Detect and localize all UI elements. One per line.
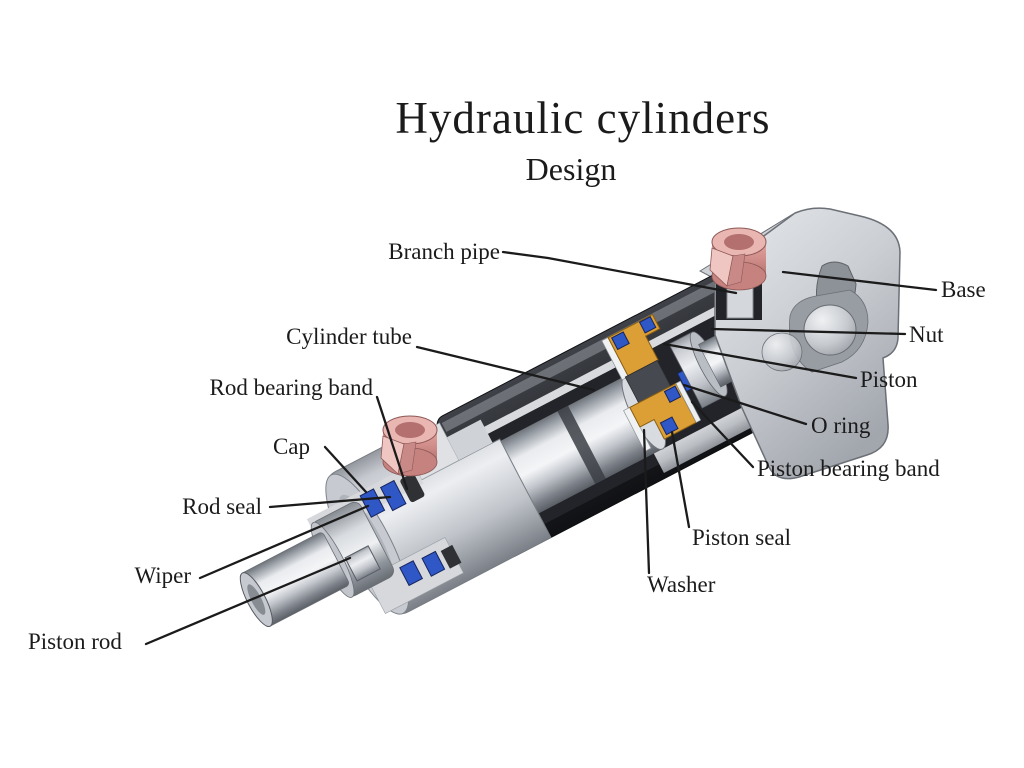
label-rod-seal: Rod seal: [182, 494, 262, 519]
oring-upper-left: [610, 331, 630, 351]
branch-pipe-left: [380, 415, 438, 477]
leader-cap: [323, 445, 368, 494]
leader-rod-seal: [268, 495, 392, 509]
leader-piston-bearing-band: [690, 400, 755, 469]
leader-base: [781, 270, 938, 292]
leader-wiper: [198, 504, 370, 580]
label-piston: Piston: [860, 367, 918, 392]
label-piston-bearing-band: Piston bearing band: [757, 456, 940, 481]
label-piston-rod: Piston rod: [28, 629, 122, 654]
collar-key-plate: [344, 545, 381, 582]
label-rod-bearing-band: Rod bearing band: [209, 375, 373, 400]
branch-pipe-left-bore: [395, 422, 425, 438]
wiper-section-lower: [399, 560, 424, 587]
label-wiper: Wiper: [134, 563, 191, 588]
page-title: Hydraulic cylinders: [395, 93, 770, 143]
oring-lower-right: [663, 385, 682, 403]
page-subtitle: Design: [526, 151, 617, 187]
label-washer: Washer: [647, 572, 716, 597]
branch-pipe-right: [709, 227, 767, 319]
label-piston-seal: Piston seal: [692, 525, 791, 550]
rod-bearing-band-groove: [400, 473, 425, 503]
piston-rod-tip-center: [247, 584, 266, 615]
leader-washer: [642, 428, 651, 575]
label-nut: Nut: [909, 322, 944, 347]
oring-upper-right: [638, 316, 657, 334]
bearing-ball: [803, 304, 857, 356]
branch-pipe-right-inner: [726, 253, 746, 287]
piston-bearing-band-strip: [675, 380, 702, 423]
leader-piston-rod: [144, 556, 352, 646]
label-cylinder-tube: Cylinder tube: [286, 324, 412, 349]
leader-o-ring: [682, 383, 808, 426]
label-o-ring: O ring: [811, 413, 871, 438]
label-branch-pipe: Branch pipe: [388, 239, 500, 264]
rod-seal-section-lower: [421, 550, 446, 577]
bearing-ball-small: [761, 332, 803, 372]
rod-seal-section: [379, 479, 407, 512]
leader-piston: [662, 342, 858, 380]
leader-nut: [710, 327, 907, 336]
leader-branch-pipe: [501, 250, 738, 295]
leader-rod-bearing-band: [375, 395, 409, 491]
leader-piston-seal: [670, 430, 691, 529]
branch-pipe-right-bore: [724, 234, 754, 250]
rod-ring-groove: [557, 405, 606, 485]
leader-cylinder-tube: [415, 345, 596, 392]
part-labels: Branch pipe Base Nut Piston O ring Pisto…: [28, 239, 986, 654]
groove-lower: [440, 544, 462, 569]
cap-cut-step: [446, 419, 493, 461]
label-cap: Cap: [273, 434, 310, 459]
label-base: Base: [941, 277, 986, 302]
leader-lines: [144, 250, 938, 646]
